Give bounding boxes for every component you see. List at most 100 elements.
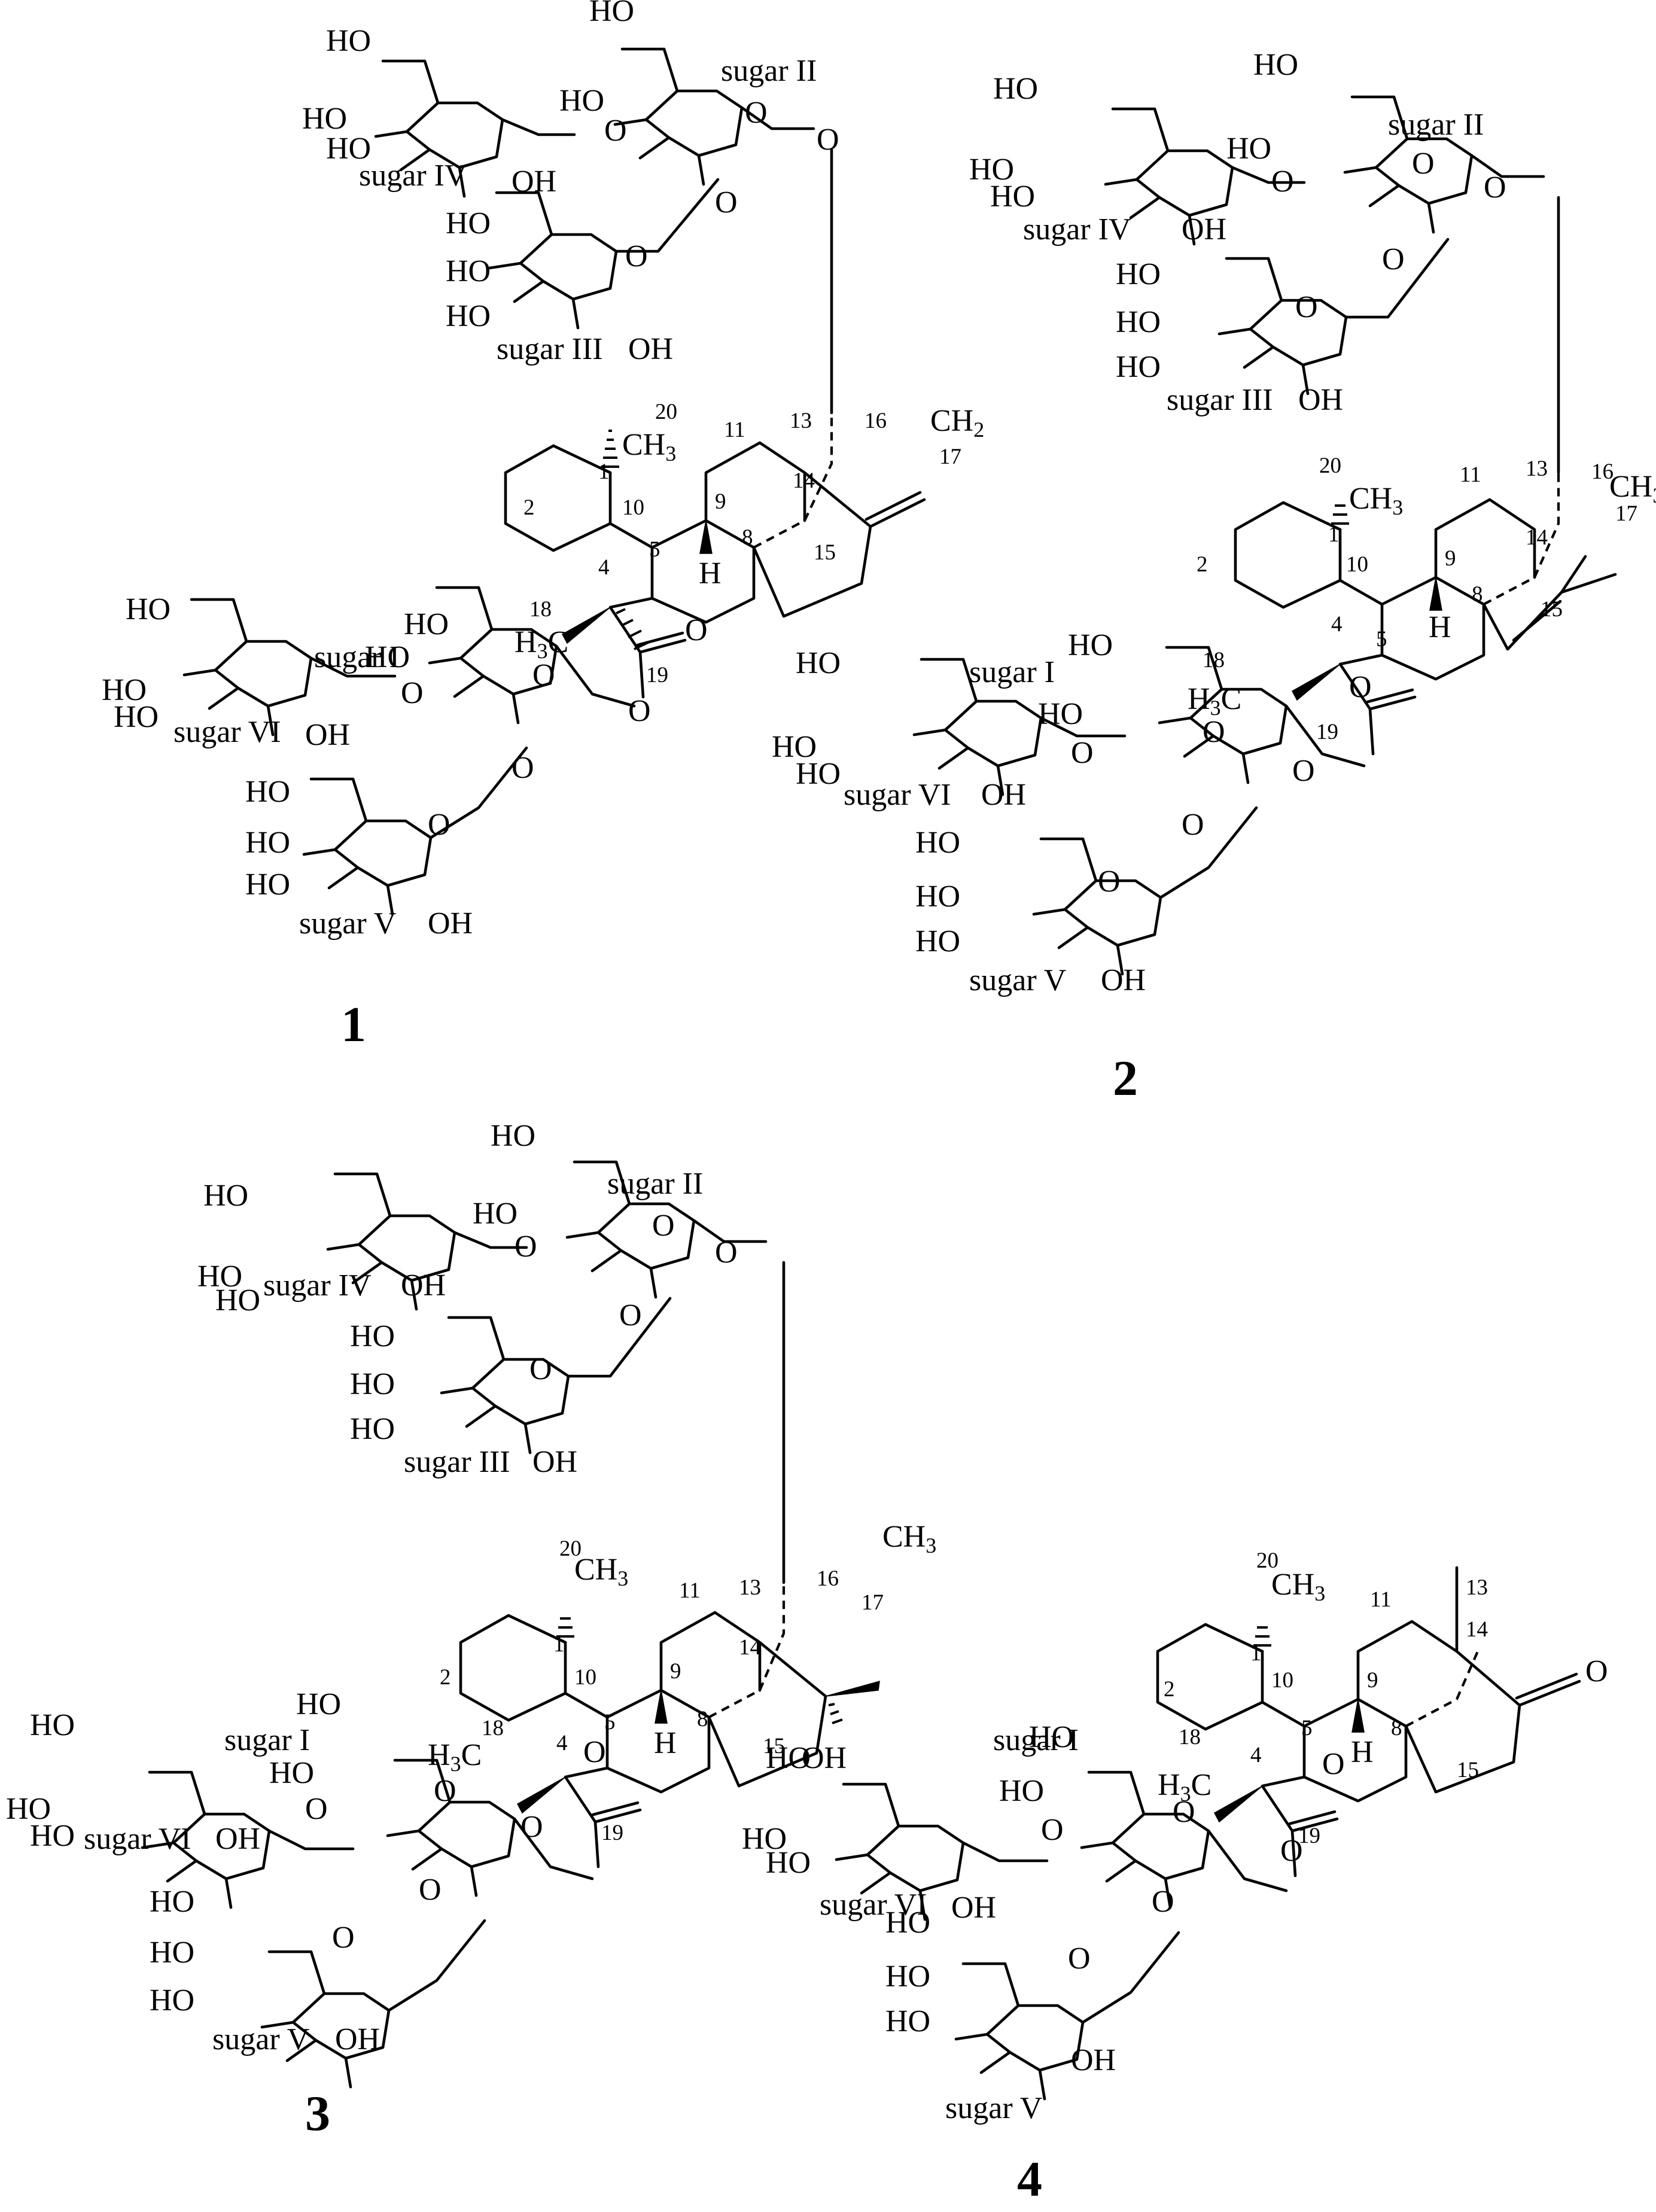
c20-hash: [601, 430, 619, 468]
sugar-label: sugar I: [224, 1723, 310, 1757]
sugar-label: sugar V: [212, 2022, 309, 2056]
ch3-label: CH3: [622, 428, 676, 465]
svg-text:HO: HO: [796, 646, 841, 680]
svg-text:O: O: [1349, 670, 1372, 704]
svg-text:HO: HO: [102, 673, 147, 707]
compound-3: [142, 1162, 880, 2087]
h9-wedge: [699, 520, 713, 554]
labels: 1 2 3 4 sugar II sugar IV sugar III suga…: [6, 0, 1656, 2207]
svg-text:5: 5: [649, 537, 660, 562]
compound-4: [836, 1566, 1581, 2099]
c17-wedge: [825, 1680, 880, 1697]
svg-text:15: 15: [1457, 1758, 1479, 1782]
svg-text:HO: HO: [203, 1179, 248, 1213]
svg-text:8: 8: [742, 525, 753, 550]
sugar-label: sugar III: [404, 1445, 510, 1479]
svg-text:2: 2: [1164, 1677, 1175, 1702]
sugar-label: sugar V: [969, 963, 1066, 997]
svg-text:O: O: [715, 1236, 738, 1270]
h-label: H: [1351, 1735, 1374, 1769]
sugar-label: sugar II: [721, 54, 817, 88]
svg-text:18: 18: [1179, 1725, 1201, 1749]
c18-wedge: [1291, 664, 1341, 701]
ch3-label: CH3: [1349, 482, 1403, 519]
compound-number-4: 4: [1017, 2152, 1042, 2207]
svg-text:18: 18: [529, 597, 552, 622]
svg-text:HO: HO: [326, 24, 371, 58]
svg-text:HO: HO: [350, 1319, 395, 1353]
sugar-label: sugar I: [969, 655, 1055, 689]
svg-text:HO: HO: [114, 700, 159, 734]
svg-text:HO: HO: [245, 775, 290, 809]
svg-text:8: 8: [1472, 582, 1483, 607]
svg-text:HO: HO: [999, 1774, 1044, 1808]
svg-text:9: 9: [1445, 546, 1456, 571]
svg-text:O: O: [512, 751, 534, 785]
svg-text:HO: HO: [6, 1792, 51, 1826]
svg-text:O: O: [604, 114, 627, 148]
svg-text:HO: HO: [446, 206, 491, 241]
h9-wedge: [1429, 577, 1442, 611]
c18-wedge: [516, 1776, 566, 1814]
svg-text:HO: HO: [302, 102, 347, 136]
svg-text:HO: HO: [245, 826, 290, 860]
sugar-label: sugar III: [497, 332, 603, 366]
c18-wedge: [1213, 1785, 1263, 1823]
svg-text:HO: HO: [491, 1119, 535, 1153]
svg-text:HO: HO: [326, 132, 371, 166]
compound-number-3: 3: [305, 2086, 330, 2141]
svg-text:HO: HO: [126, 592, 171, 626]
sugar-label: sugar IV: [263, 1268, 372, 1303]
svg-text:HO: HO: [1038, 697, 1083, 731]
h9-wedge: [655, 1690, 668, 1724]
svg-text:O: O: [1152, 1885, 1174, 1919]
svg-text:OH: OH: [981, 778, 1026, 812]
svg-text:HO: HO: [589, 0, 634, 28]
svg-text:13: 13: [790, 409, 812, 433]
svg-text:O: O: [532, 658, 555, 692]
svg-text:O: O: [401, 676, 424, 710]
svg-text:OH: OH: [1101, 963, 1146, 997]
svg-text:O: O: [1295, 290, 1318, 324]
h3c-label: H3C: [1188, 682, 1241, 720]
svg-text:2: 2: [523, 495, 535, 520]
svg-text:HO: HO: [1253, 48, 1298, 82]
svg-text:OH: OH: [1071, 2043, 1116, 2077]
svg-text:HO: HO: [993, 72, 1038, 106]
svg-text:OH: OH: [215, 1822, 260, 1856]
svg-text:HO: HO: [296, 1687, 341, 1721]
h-label: H: [654, 1726, 677, 1760]
h3c-label: H3C: [1158, 1768, 1211, 1806]
svg-text:20: 20: [1319, 454, 1341, 478]
svg-text:11: 11: [1370, 1587, 1392, 1612]
svg-text:HO: HO: [885, 1906, 930, 1940]
c18-wedge: [561, 607, 611, 644]
svg-text:1: 1: [1250, 1641, 1262, 1666]
svg-text:20: 20: [655, 400, 677, 424]
svg-text:O: O: [1182, 808, 1204, 842]
svg-text:O: O: [685, 613, 708, 647]
sugar-label: sugar II: [607, 1167, 703, 1201]
c10-hash: [556, 1617, 574, 1638]
svg-text:O: O: [1280, 1834, 1303, 1868]
sugar-label: sugar V: [945, 2091, 1042, 2125]
svg-text:HO: HO: [772, 730, 817, 764]
svg-text:OH: OH: [512, 165, 556, 199]
compound-number-2: 2: [1113, 1051, 1138, 1106]
svg-text:13: 13: [1526, 457, 1548, 481]
svg-text:9: 9: [1367, 1668, 1378, 1693]
svg-text:O: O: [715, 185, 738, 220]
svg-text:O: O: [428, 808, 450, 842]
h-label: H: [699, 556, 722, 591]
svg-text:O: O: [1041, 1813, 1064, 1847]
sugar-label: sugar V: [299, 906, 396, 941]
svg-text:HO: HO: [885, 1960, 930, 1994]
svg-text:HO: HO: [30, 1819, 75, 1853]
svg-text:10: 10: [622, 495, 644, 520]
svg-text:5: 5: [604, 1710, 616, 1735]
svg-text:18: 18: [1203, 648, 1225, 673]
atom-numbers: 1 2 4 5 8 9 10 11 13 14 15 16 17 18 19 2…: [440, 400, 1637, 1848]
svg-text:4: 4: [1250, 1743, 1262, 1767]
svg-text:11: 11: [1460, 463, 1481, 487]
